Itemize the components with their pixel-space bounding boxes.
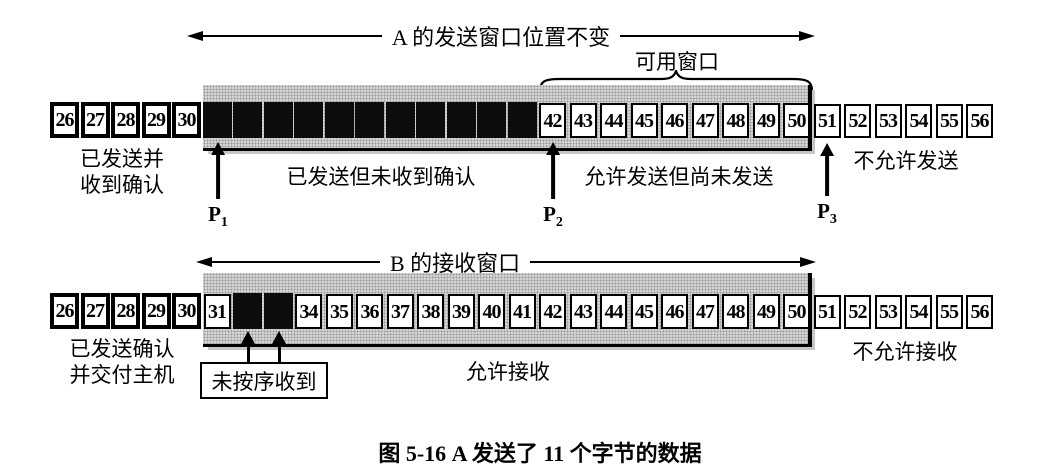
- pointer-p3: P3: [817, 143, 837, 228]
- byte-cell: 30: [172, 293, 201, 329]
- byte-cell: 29: [141, 293, 171, 329]
- out-of-order-arrow-1: [241, 331, 255, 363]
- byte-cell: 56: [966, 295, 993, 329]
- receive-window-range-arrow: B 的接收窗口: [196, 246, 816, 278]
- byte-cell-filled: [202, 102, 232, 138]
- arrow-up-icon: [545, 142, 560, 155]
- usable-window-label: 可用窗口: [635, 50, 719, 74]
- byte-cell: 46: [661, 294, 688, 329]
- not-allowed-receive-label: 不允许接收: [852, 340, 958, 364]
- byte-cell: 26: [50, 293, 79, 329]
- sent-and-acked-label: 已发送并 收到确认: [80, 147, 164, 197]
- byte-cell: 45: [630, 103, 658, 138]
- byte-cell-filled: [385, 102, 415, 138]
- byte-cell: 55: [935, 104, 963, 138]
- arrow-up-icon: [241, 331, 255, 344]
- byte-cell: 54: [905, 295, 932, 329]
- arrow-up-icon: [272, 331, 286, 344]
- byte-cell-filled: [233, 293, 262, 329]
- byte-cell: 43: [569, 103, 597, 138]
- out-of-order-arrow-2: [272, 331, 286, 363]
- byte-cell: 51: [813, 295, 841, 329]
- byte-cell: 28: [111, 293, 140, 329]
- byte-cell: 47: [691, 294, 719, 329]
- send-window-range-arrow: A 的发送窗口位置不变: [187, 20, 815, 52]
- byte-cell: 36: [356, 294, 383, 329]
- byte-cell-filled: [355, 102, 384, 138]
- figure-caption: 图 5-16 A 发送了 11 个字节的数据: [378, 441, 702, 466]
- byte-cell: 28: [111, 102, 140, 138]
- byte-cell: 29: [141, 102, 171, 138]
- arrow-left-head-icon: [187, 31, 203, 41]
- byte-cell: 49: [752, 294, 780, 329]
- arrow-line: [620, 35, 799, 37]
- byte-cell: 31: [203, 294, 231, 329]
- acked-delivered-label: 已发送确认 并交付主机: [69, 337, 175, 387]
- arrow-up-icon: [819, 143, 834, 156]
- byte-cell: 43: [569, 294, 597, 329]
- arrow-right-head-icon: [799, 31, 815, 41]
- byte-cell: 53: [874, 295, 902, 329]
- byte-cell: 53: [874, 104, 902, 138]
- byte-cell-filled: [233, 102, 262, 138]
- byte-cell: 52: [844, 295, 871, 329]
- byte-cell: 44: [600, 294, 627, 329]
- byte-cell: 50: [783, 103, 810, 138]
- arrow-line: [212, 261, 380, 263]
- byte-cell: 34: [295, 294, 322, 329]
- byte-cell: 27: [80, 102, 110, 138]
- byte-cell: 38: [417, 294, 444, 329]
- byte-cell: 26: [50, 102, 79, 138]
- byte-cell: 39: [447, 294, 475, 329]
- byte-cell-filled: [294, 102, 323, 138]
- byte-cell: 44: [600, 103, 627, 138]
- pointer-p2: P2: [543, 142, 563, 231]
- send-window-range-label: A 的发送窗口位置不变: [391, 25, 611, 50]
- byte-cell: 48: [722, 103, 749, 138]
- byte-cell: 40: [478, 294, 505, 329]
- arrow-line: [530, 261, 800, 263]
- arrow-left-head-icon: [196, 257, 212, 267]
- arrow-right-head-icon: [800, 257, 816, 267]
- byte-cell: 54: [905, 104, 932, 138]
- allowed-receive-label: 允许接收: [466, 360, 550, 384]
- usable-window-brace: [538, 70, 814, 92]
- byte-cell: 35: [325, 294, 353, 329]
- byte-cell: 41: [508, 294, 536, 329]
- byte-cell: 27: [80, 293, 110, 329]
- arrow-up-icon: [210, 142, 225, 155]
- byte-cell: 48: [722, 294, 749, 329]
- allowed-unsent-label: 允许发送但尚未发送: [584, 165, 774, 189]
- receive-window-range-label: B 的接收窗口: [390, 251, 521, 276]
- byte-cell: 51: [813, 104, 841, 138]
- byte-cell: 42: [539, 294, 566, 329]
- pointer-p1: P1: [208, 142, 228, 231]
- arrow-line: [203, 35, 382, 37]
- byte-cell: 42: [539, 103, 566, 138]
- byte-cell-filled: [263, 102, 293, 138]
- byte-cell: 45: [630, 294, 658, 329]
- byte-cell: 30: [172, 102, 201, 138]
- byte-cell: 47: [691, 103, 719, 138]
- byte-cell: 50: [783, 294, 810, 329]
- byte-cell: 56: [966, 104, 993, 138]
- byte-cell: 55: [935, 295, 963, 329]
- not-allowed-send-label: 不允许发送: [853, 149, 959, 173]
- byte-cell: 52: [844, 104, 871, 138]
- byte-cell-filled: [416, 102, 445, 138]
- byte-cell-filled: [263, 293, 293, 329]
- sent-unacked-label: 已发送但未收到确认: [286, 165, 476, 189]
- byte-cell-filled: [477, 102, 506, 138]
- byte-cell: 49: [752, 103, 780, 138]
- byte-cell: 37: [386, 294, 414, 329]
- byte-cell: 46: [661, 103, 688, 138]
- out-of-order-label-box: 未按序收到: [200, 362, 328, 399]
- byte-cell-filled: [324, 102, 354, 138]
- byte-cell-filled: [446, 102, 476, 138]
- byte-cell-filled: [507, 102, 537, 138]
